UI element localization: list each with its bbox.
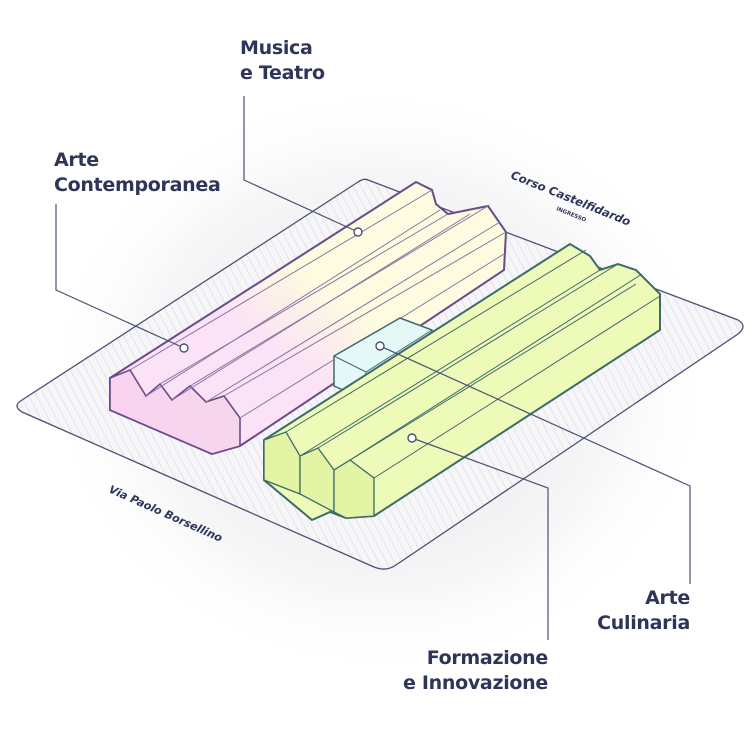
label-arte-culinaria-line2: Culinaria xyxy=(597,612,690,634)
building-formazione-culinaria xyxy=(263,242,661,522)
building-arte-contemporanea-musica xyxy=(109,180,508,456)
label-musica-teatro: Musica e Teatro xyxy=(240,36,325,86)
label-arte-culinaria: Arte Culinaria xyxy=(597,586,690,636)
marker-arte-contemporanea xyxy=(179,343,189,353)
label-musica-line1: Musica xyxy=(240,37,313,59)
label-musica-line2: e Teatro xyxy=(240,62,325,84)
leader-lines xyxy=(55,96,691,640)
label-arte-contemporanea: Arte Contemporanea xyxy=(54,148,221,198)
label-formazione-line2: e Innovazione xyxy=(402,672,548,694)
label-formazione-innovazione: Formazione e Innovazione xyxy=(403,646,548,696)
label-formazione-line1: Formazione xyxy=(426,647,549,669)
marker-formazione xyxy=(407,433,417,443)
label-arte-culinaria-line1: Arte xyxy=(645,587,690,609)
label-arte-contemporanea-line2: Contemporanea xyxy=(54,174,221,196)
marker-arte-culinaria xyxy=(375,341,385,351)
label-arte-contemporanea-line1: Arte xyxy=(54,149,99,171)
marker-musica xyxy=(353,227,363,237)
